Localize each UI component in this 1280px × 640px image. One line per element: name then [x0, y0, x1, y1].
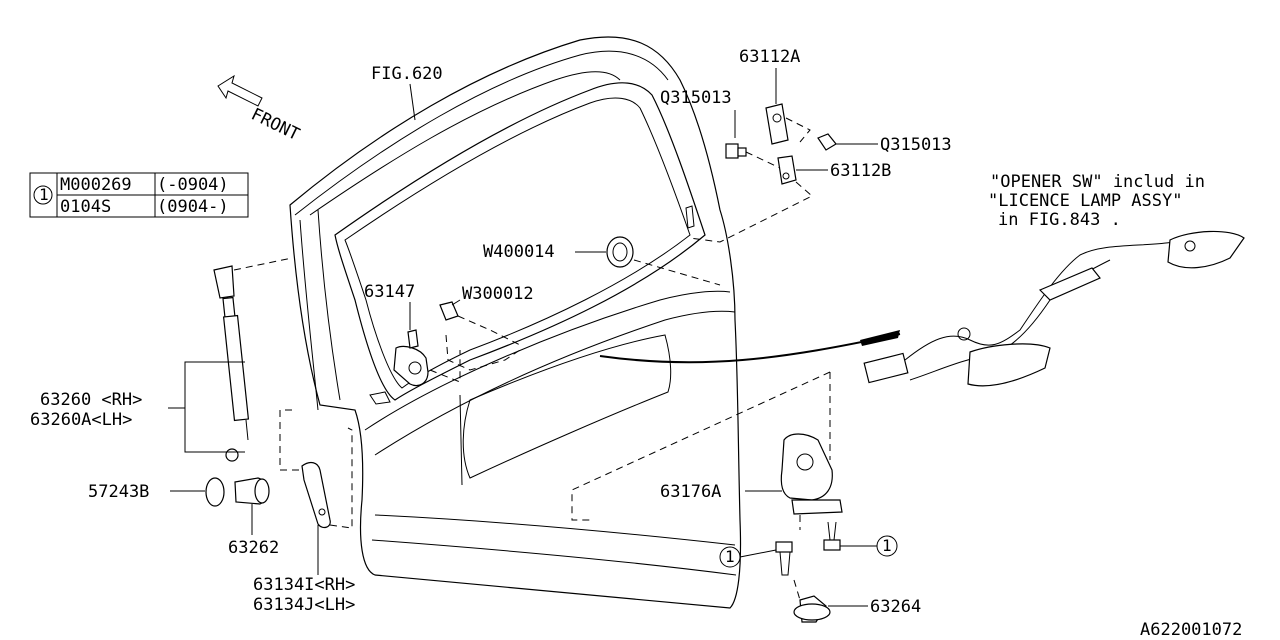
gas-strut-part — [213, 265, 250, 462]
bolt-lower-left-part — [775, 541, 793, 576]
tailgate-panel — [289, 36, 742, 609]
ref-row-2-range: (0904-) — [157, 197, 229, 217]
label-63134j-lh: 63134J<LH> — [253, 595, 355, 615]
callout-left-marker: 1 — [725, 547, 735, 566]
grommet-part — [606, 236, 634, 268]
label-q315013-left: Q315013 — [660, 88, 732, 108]
note-line-3: in FIG.843 . — [998, 210, 1121, 230]
reference-table — [29, 172, 249, 218]
label-63112b: 63112B — [830, 161, 891, 181]
label-w400014: W400014 — [483, 242, 555, 262]
bolt-lower-right-part — [823, 521, 841, 551]
note-line-1: "OPENER SW" includ in — [990, 172, 1205, 192]
latch-bracket-part — [393, 329, 429, 387]
striker-plate-part — [765, 103, 797, 185]
ref-row-1-part: M000269 — [60, 175, 132, 195]
label-63176a: 63176A — [660, 482, 721, 502]
label-63112a: 63112A — [739, 47, 800, 67]
ref-table-marker: 1 — [39, 185, 49, 204]
clip-part — [439, 301, 459, 321]
reference-code: A622001072 — [1140, 620, 1242, 640]
opener-switch-harness — [599, 230, 1245, 387]
callout-right-marker: 1 — [882, 536, 892, 555]
ref-row-1-range: (-0904) — [157, 175, 229, 195]
front-arrow-icon — [217, 74, 263, 107]
bolt-left-part — [725, 143, 747, 159]
fig620-label: FIG.620 — [371, 64, 443, 84]
cushion-part — [205, 477, 270, 507]
latch-part — [780, 433, 843, 515]
bolt-right-part — [817, 133, 837, 151]
label-57243b: 57243B — [88, 482, 149, 502]
bumper-part — [793, 595, 831, 623]
label-w300012: W300012 — [462, 284, 534, 304]
ref-row-2-part: 0104S — [60, 197, 111, 217]
label-63260-rh: 63260 <RH> — [40, 390, 142, 410]
front-label: FRONT — [248, 105, 303, 145]
label-63264: 63264 — [870, 597, 921, 617]
note-line-2: "LICENCE LAMP ASSY" — [988, 191, 1182, 211]
label-63260a-lh: 63260A<LH> — [30, 410, 132, 430]
label-63147: 63147 — [364, 282, 415, 302]
label-63134i-rh: 63134I<RH> — [253, 575, 355, 595]
ref-marker-icon — [33, 185, 53, 205]
side-trim-part — [301, 461, 331, 529]
label-63262: 63262 — [228, 538, 279, 558]
label-q315013-right: Q315013 — [880, 135, 952, 155]
